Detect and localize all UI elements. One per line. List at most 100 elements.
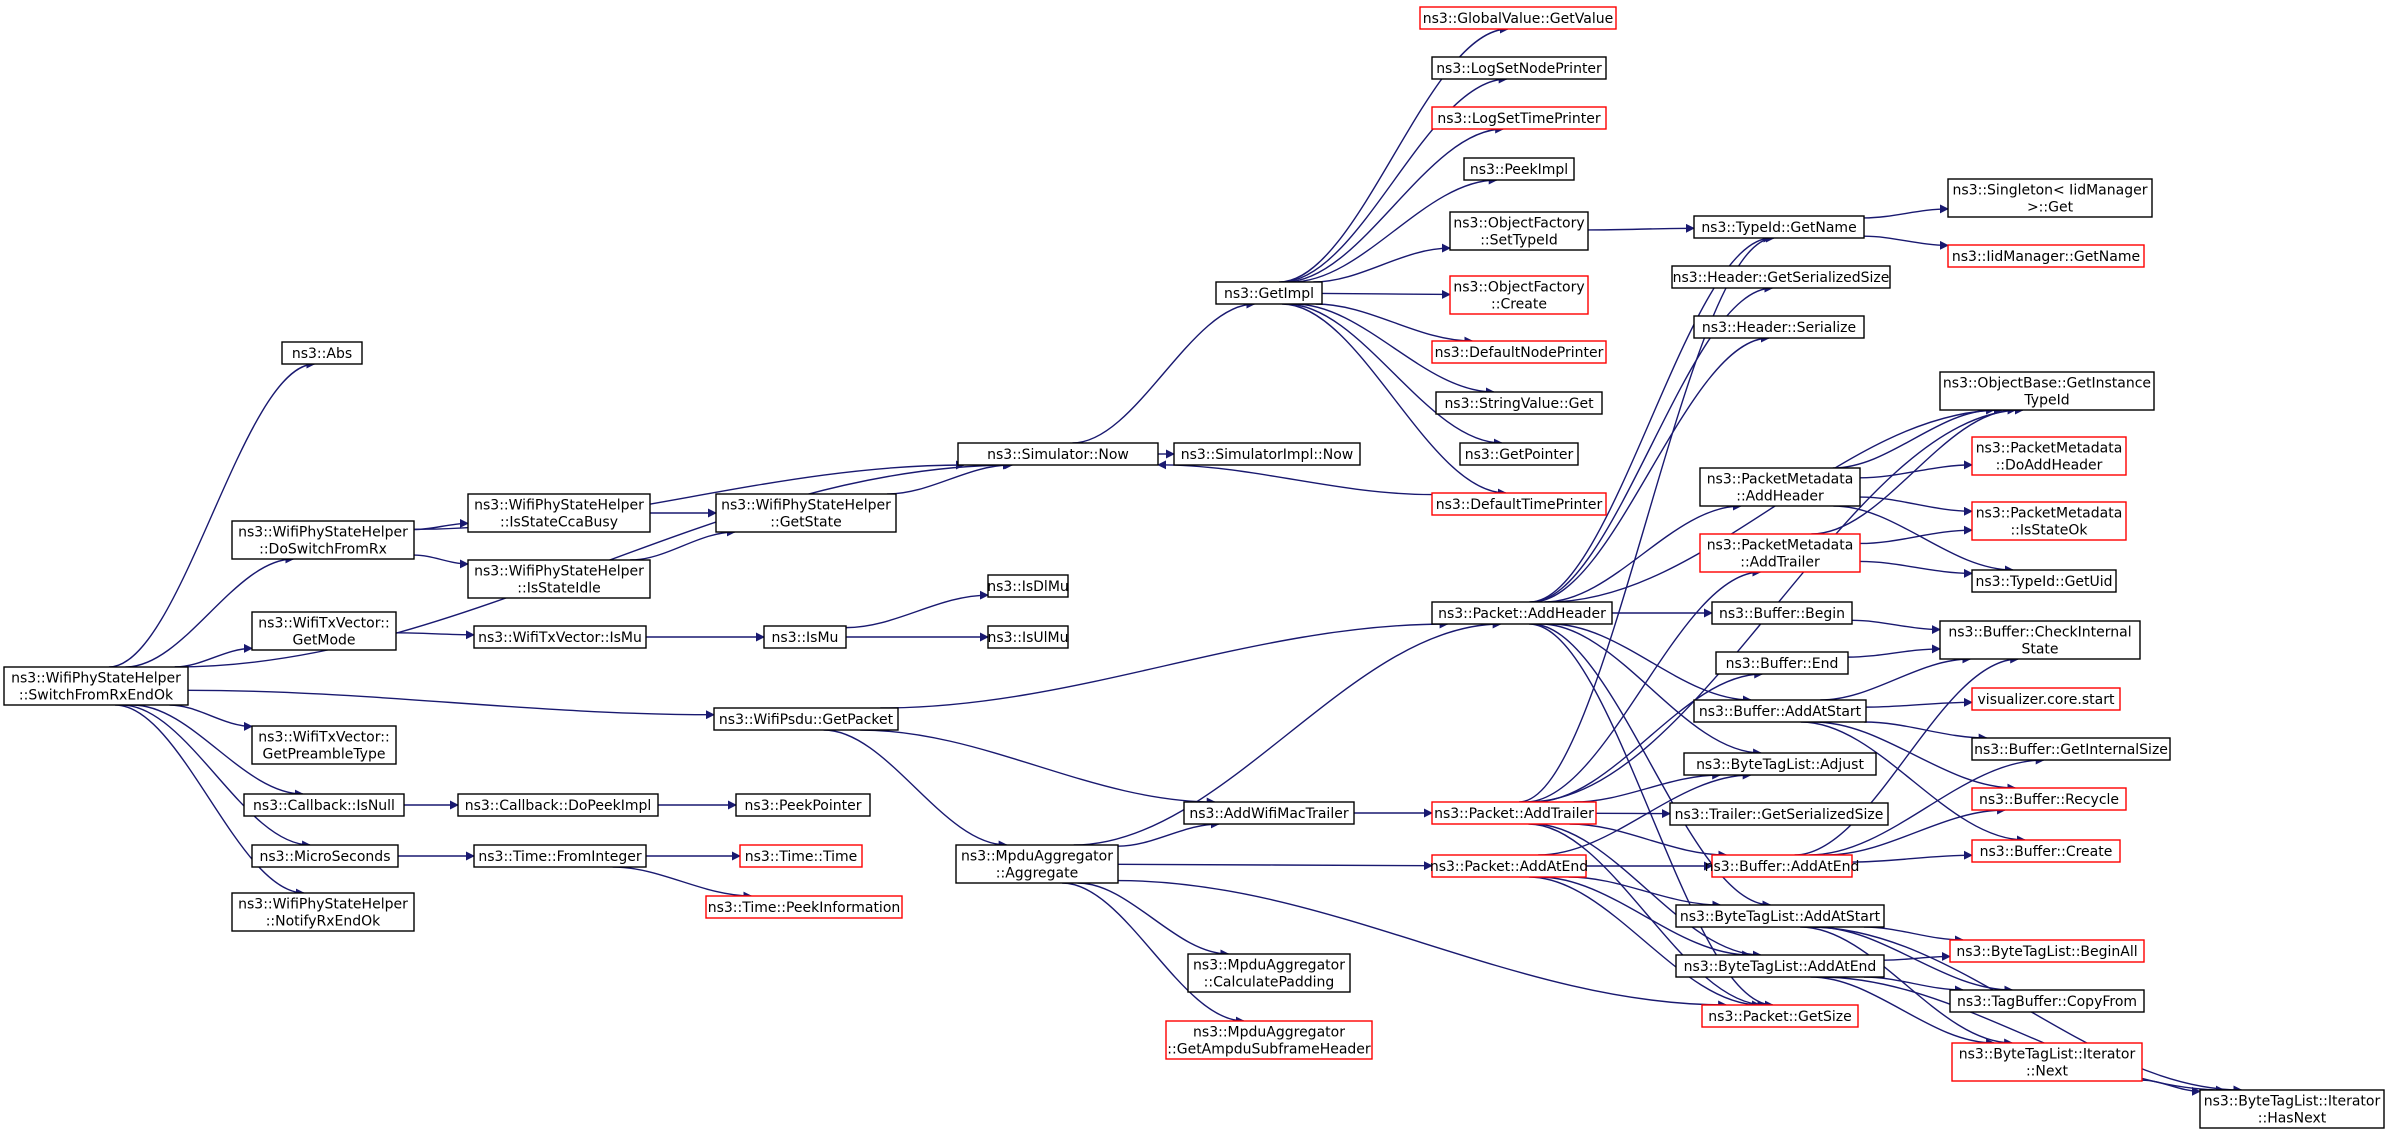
node-ccabusy[interactable]: ns3::WifiPhyStateHelper::IsStateCcaBusy bbox=[467, 493, 651, 533]
edge-addheader-to-hdrsize bbox=[1530, 283, 1774, 603]
node-pmdoadd[interactable]: ns3::PacketMetadata::DoAddHeader bbox=[1971, 436, 2127, 476]
node-label: ns3::WifiPhyStateHelper bbox=[238, 897, 408, 913]
node-peekinfo[interactable]: ns3::Time::PeekInformation bbox=[705, 895, 903, 919]
node-box bbox=[1711, 601, 1853, 625]
node-calcpad[interactable]: ns3::MpduAggregator::CalculatePadding bbox=[1187, 953, 1351, 993]
node-bufaddend[interactable]: ns3::Buffer::AddAtEnd bbox=[1705, 854, 1860, 878]
node-doswitch[interactable]: ns3::WifiPhyStateHelper::DoSwitchFromRx bbox=[231, 520, 415, 560]
node-box bbox=[1715, 651, 1849, 675]
node-getampdu[interactable]: ns3::MpduAggregator::GetAmpduSubframeHea… bbox=[1165, 1020, 1373, 1060]
node-notify[interactable]: ns3::WifiPhyStateHelper::NotifyRxEndOk bbox=[231, 892, 415, 932]
node-bufend[interactable]: ns3::Buffer::End bbox=[1715, 651, 1849, 675]
node-defnode[interactable]: ns3::DefaultNodePrinter bbox=[1431, 340, 1607, 364]
node-preamble[interactable]: ns3::WifiTxVector::GetPreambleType bbox=[251, 725, 397, 765]
edge-bufaddstart-to-bufcreate bbox=[1800, 721, 2026, 845]
node-btladdstart[interactable]: ns3::ByteTagList::AddAtStart bbox=[1675, 904, 1885, 928]
node-vizstart[interactable]: visualizer.core.start bbox=[1971, 687, 2121, 711]
node-box bbox=[1435, 391, 1603, 415]
edge-pmaddhdr-to-getuid bbox=[1833, 505, 2015, 575]
node-getpacket[interactable]: ns3::WifiPsdu::GetPacket bbox=[713, 707, 899, 731]
node-peekimpl[interactable]: ns3::PeekImpl bbox=[1463, 157, 1575, 181]
node-strget[interactable]: ns3::StringValue::Get bbox=[1435, 391, 1603, 415]
node-peekptr[interactable]: ns3::PeekPointer bbox=[735, 793, 871, 817]
node-label: ns3::Callback::IsNull bbox=[253, 798, 395, 814]
node-bufintsize[interactable]: ns3::Buffer::GetInternalSize bbox=[1971, 737, 2171, 761]
edge-getimpl-to-defnode bbox=[1315, 303, 1474, 346]
node-dopeek[interactable]: ns3::Callback::DoPeekImpl bbox=[457, 793, 659, 817]
node-trlsize[interactable]: ns3::Trailer::GetSerializedSize bbox=[1669, 802, 1889, 826]
node-ofcreate[interactable]: ns3::ObjectFactory::Create bbox=[1449, 275, 1589, 315]
node-bufcreate[interactable]: ns3::Buffer::Create bbox=[1971, 839, 2121, 863]
node-iidname[interactable]: ns3::IidManager::GetName bbox=[1947, 244, 2145, 268]
node-box bbox=[1669, 802, 1889, 826]
node-btladdend[interactable]: ns3::ByteTagList::AddAtEnd bbox=[1675, 954, 1885, 978]
node-pmstateok[interactable]: ns3::PacketMetadata::IsStateOk bbox=[1971, 501, 2127, 541]
node-box bbox=[251, 844, 399, 868]
node-pmaddhdr[interactable]: ns3::PacketMetadata::AddHeader bbox=[1699, 467, 1861, 507]
node-getpointer[interactable]: ns3::GetPointer bbox=[1459, 442, 1579, 466]
node-abs[interactable]: ns3::Abs bbox=[281, 341, 363, 365]
node-getuid[interactable]: ns3::TypeId::GetUid bbox=[1971, 569, 2117, 593]
node-addmac[interactable]: ns3::AddWifiMacTrailer bbox=[1183, 801, 1355, 825]
edge-addtrailer-to-bufend bbox=[1533, 669, 1764, 803]
node-hdrser[interactable]: ns3::Header::Serialize bbox=[1693, 315, 1865, 339]
node-addheader[interactable]: ns3::Packet::AddHeader bbox=[1431, 601, 1613, 625]
node-box bbox=[243, 793, 405, 817]
node-box bbox=[1949, 939, 2145, 963]
node-getstate[interactable]: ns3::WifiPhyStateHelper::GetState bbox=[715, 493, 897, 533]
node-box bbox=[1419, 6, 1617, 30]
node-bufbegin[interactable]: ns3::Buffer::Begin bbox=[1711, 601, 1853, 625]
node-box bbox=[1971, 839, 2121, 863]
node-getimpl[interactable]: ns3::GetImpl bbox=[1215, 281, 1323, 305]
node-ismu[interactable]: ns3::IsMu bbox=[763, 625, 847, 649]
node-lognode[interactable]: ns3::LogSetNodePrinter bbox=[1431, 56, 1607, 80]
node-tagcopy[interactable]: ns3::TagBuffer::CopyFrom bbox=[1949, 989, 2145, 1013]
node-btlbegin[interactable]: ns3::ByteTagList::BeginAll bbox=[1949, 939, 2145, 963]
node-idle[interactable]: ns3::WifiPhyStateHelper::IsStateIdle bbox=[467, 559, 651, 599]
node-addtrailer[interactable]: ns3::Packet::AddTrailer bbox=[1431, 801, 1597, 825]
node-label: ::SetTypeId bbox=[1480, 233, 1558, 249]
node-typename[interactable]: ns3::TypeId::GetName bbox=[1693, 215, 1865, 239]
node-box bbox=[1215, 281, 1323, 305]
node-mpduagg[interactable]: ns3::MpduAggregator::Aggregate bbox=[955, 844, 1119, 884]
node-singleton[interactable]: ns3::Singleton< IidManager >::Get bbox=[1947, 178, 2153, 218]
node-box bbox=[3, 666, 189, 706]
node-itnext[interactable]: ns3::ByteTagList::Iterator::Next bbox=[1951, 1042, 2143, 1082]
node-isdlmu[interactable]: ns3::IsDlMu bbox=[987, 574, 1069, 598]
node-simimplnow[interactable]: ns3::SimulatorImpl::Now bbox=[1173, 442, 1361, 466]
node-ofsettype[interactable]: ns3::ObjectFactory::SetTypeId bbox=[1449, 211, 1589, 251]
node-label: ns3::Header::GetSerializedSize bbox=[1673, 270, 1890, 286]
node-label: ns3::Time::PeekInformation bbox=[708, 900, 901, 916]
edge-pmaddhdr-to-pmdoadd bbox=[1859, 460, 1973, 479]
node-box bbox=[1971, 737, 2171, 761]
node-bufaddstart[interactable]: ns3::Buffer::AddAtStart bbox=[1693, 699, 1867, 723]
node-getmode[interactable]: ns3::WifiTxVector::GetMode bbox=[251, 611, 397, 651]
node-microsec[interactable]: ns3::MicroSeconds bbox=[251, 844, 399, 868]
node-bufrecycle[interactable]: ns3::Buffer::Recycle bbox=[1971, 787, 2127, 811]
edge-getimpl-to-deftime bbox=[1282, 303, 1507, 498]
node-addatend[interactable]: ns3::Packet::AddAtEnd bbox=[1430, 854, 1588, 878]
node-ithasnext[interactable]: ns3::ByteTagList::Iterator::HasNext bbox=[2199, 1089, 2385, 1129]
node-box bbox=[281, 341, 363, 365]
node-ismuvec[interactable]: ns3::WifiTxVector::IsMu bbox=[473, 625, 647, 649]
node-timetime[interactable]: ns3::Time::Time bbox=[739, 844, 863, 868]
node-isulmu[interactable]: ns3::IsUlMu bbox=[987, 625, 1069, 649]
node-simnow[interactable]: ns3::Simulator::Now bbox=[957, 442, 1159, 466]
node-isnull[interactable]: ns3::Callback::IsNull bbox=[243, 793, 405, 817]
node-hdrsize[interactable]: ns3::Header::GetSerializedSize bbox=[1671, 265, 1891, 289]
node-deftime[interactable]: ns3::DefaultTimePrinter bbox=[1431, 492, 1607, 516]
node-box bbox=[1431, 340, 1607, 364]
node-logtime[interactable]: ns3::LogSetTimePrinter bbox=[1431, 106, 1607, 130]
node-gvget[interactable]: ns3::GlobalValue::GetValue bbox=[1419, 6, 1617, 30]
node-pmaddtrl[interactable]: ns3::PacketMetadata::AddTrailer bbox=[1699, 533, 1861, 573]
node-label: ns3::Packet::AddHeader bbox=[1438, 606, 1606, 622]
node-root[interactable]: ns3::WifiPhyStateHelper::SwitchFromRxEnd… bbox=[3, 666, 189, 706]
node-label: ns3::MpduAggregator bbox=[1193, 958, 1345, 974]
node-box bbox=[1949, 989, 2145, 1013]
edge-typename-to-iidname bbox=[1863, 235, 1949, 250]
node-btladjust[interactable]: ns3::ByteTagList::Adjust bbox=[1683, 752, 1877, 776]
node-pktsize[interactable]: ns3::Packet::GetSize bbox=[1701, 1004, 1859, 1028]
node-fromint[interactable]: ns3::Time::FromInteger bbox=[473, 844, 647, 868]
